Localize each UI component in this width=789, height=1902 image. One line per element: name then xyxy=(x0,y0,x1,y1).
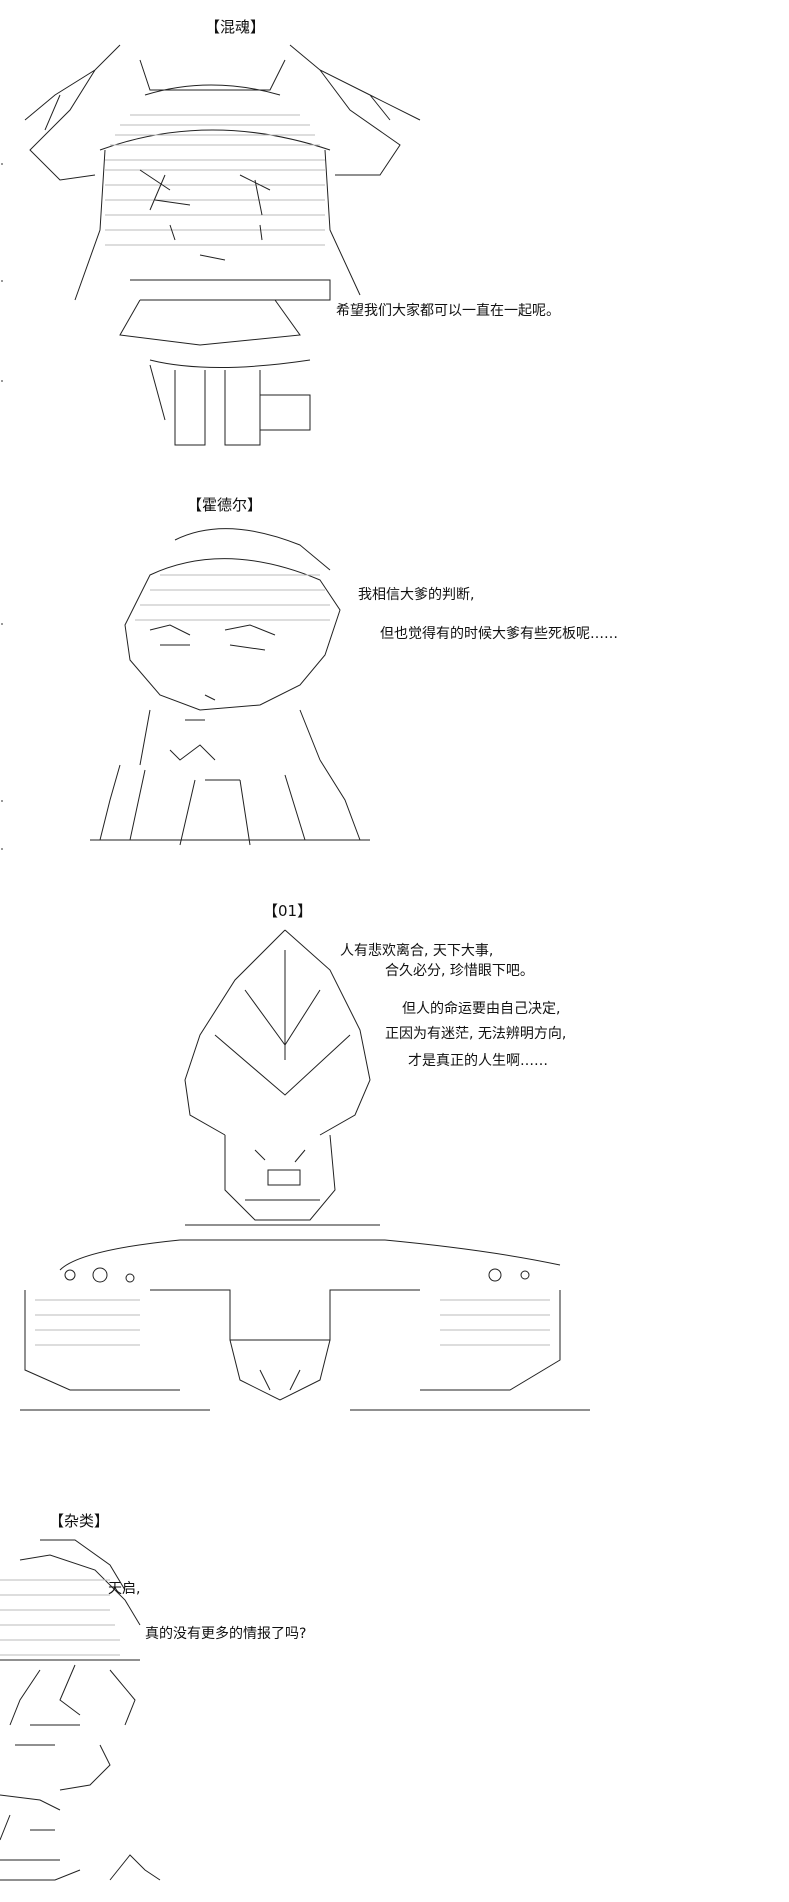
character-art-hunhun xyxy=(0,0,789,480)
margin-dot xyxy=(1,163,3,165)
dialogue-line: 真的没有更多的情报了吗? xyxy=(145,1626,307,1642)
panel-title: 【混魂】 xyxy=(205,18,266,36)
dialogue-line: 我相信大爹的判断, xyxy=(358,587,475,603)
panel-zalei: 【杂类】 天启, 真的没有更 xyxy=(0,1500,789,1902)
dialogue-line: 但人的命运要由自己决定, xyxy=(402,1001,561,1017)
character-art-zalei xyxy=(0,1500,789,1902)
dialogue-line: 但也觉得有的时候大爹有些死板呢…… xyxy=(380,626,618,642)
dialogue-line: 人有悲欢离合, 天下大事, xyxy=(340,943,494,959)
margin-dot xyxy=(1,848,3,850)
panel-title: 【霍德尔】 xyxy=(187,496,263,514)
dialogue-line: 合久必分, 珍惜眼下吧。 xyxy=(385,963,534,979)
character-art-01 xyxy=(0,870,789,1420)
margin-dot xyxy=(1,280,3,282)
margin-dot xyxy=(1,623,3,625)
panel-title: 【杂类】 xyxy=(49,1512,110,1530)
panel-01: 【01】 xyxy=(0,870,789,1420)
panel-hodder: 【霍德尔】 xyxy=(0,480,789,870)
margin-dot xyxy=(1,800,3,802)
panel-hunhun: 【混魂】 xyxy=(0,0,789,480)
dialogue-line: 才是真正的人生啊…… xyxy=(408,1053,548,1069)
dialogue-line: 天启, xyxy=(108,1581,141,1597)
dialogue-line: 希望我们大家都可以一直在一起呢。 xyxy=(336,303,560,319)
panel-title: 【01】 xyxy=(263,902,313,920)
character-art-hodder xyxy=(0,480,789,870)
dialogue-line: 正因为有迷茫, 无法辨明方向, xyxy=(385,1026,567,1042)
margin-dot xyxy=(1,380,3,382)
